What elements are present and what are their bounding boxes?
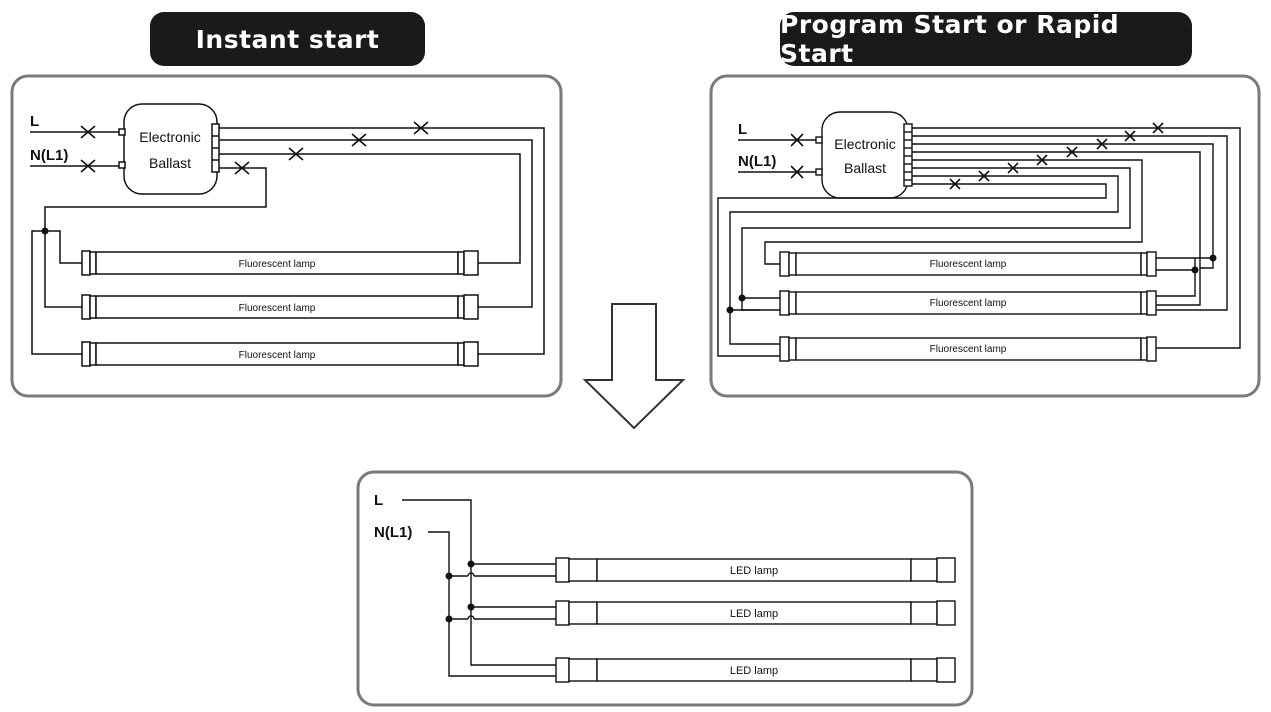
led-panel — [356, 470, 974, 707]
junction-dot — [41, 227, 49, 235]
junction-dot — [445, 615, 453, 623]
program-rapid-start-title: Program Start or Rapid Start — [780, 10, 1192, 68]
junction-dot — [445, 572, 453, 580]
lamp-label: Fluorescent lamp — [239, 259, 316, 270]
ballast-label: Electronic — [139, 129, 200, 145]
ballast-label: Electronic — [834, 136, 895, 152]
neutral-label: N(L1) — [374, 524, 412, 541]
lamp-label: Fluorescent lamp — [239, 303, 316, 314]
neutral-label: N(L1) — [30, 147, 68, 164]
program-start-panel — [709, 74, 1261, 398]
line-label: L — [374, 492, 383, 509]
neutral-label: N(L1) — [738, 153, 776, 170]
cross-mark-icon — [790, 122, 1164, 190]
cross-mark-icon — [80, 121, 429, 175]
line-label: L — [30, 113, 39, 130]
junction-dot — [467, 560, 475, 568]
instant-start-panel — [10, 74, 563, 398]
led-lamp-label: LED lamp — [730, 565, 778, 577]
instant-start-circuit — [30, 103, 545, 367]
ballast-label: Ballast — [844, 160, 886, 176]
junction-dot — [726, 306, 734, 314]
program-start-circuit — [717, 111, 1241, 362]
junction-dot — [467, 603, 475, 611]
ballast-label: Ballast — [149, 155, 191, 171]
lamp-label: Fluorescent lamp — [930, 298, 1007, 309]
lamp-label: Fluorescent lamp — [239, 350, 316, 361]
junction-dot — [738, 294, 746, 302]
down-arrow-icon — [582, 303, 686, 430]
junction-dot — [1209, 254, 1217, 262]
lamp-label: Fluorescent lamp — [930, 344, 1007, 355]
led-circuit — [402, 499, 956, 683]
line-label: L — [738, 121, 747, 138]
led-lamp-label: LED lamp — [730, 608, 778, 620]
led-lamp-label: LED lamp — [730, 665, 778, 677]
lamp-label: Fluorescent lamp — [930, 259, 1007, 270]
instant-start-title: Instant start — [150, 12, 425, 66]
junction-dot — [1191, 266, 1199, 274]
